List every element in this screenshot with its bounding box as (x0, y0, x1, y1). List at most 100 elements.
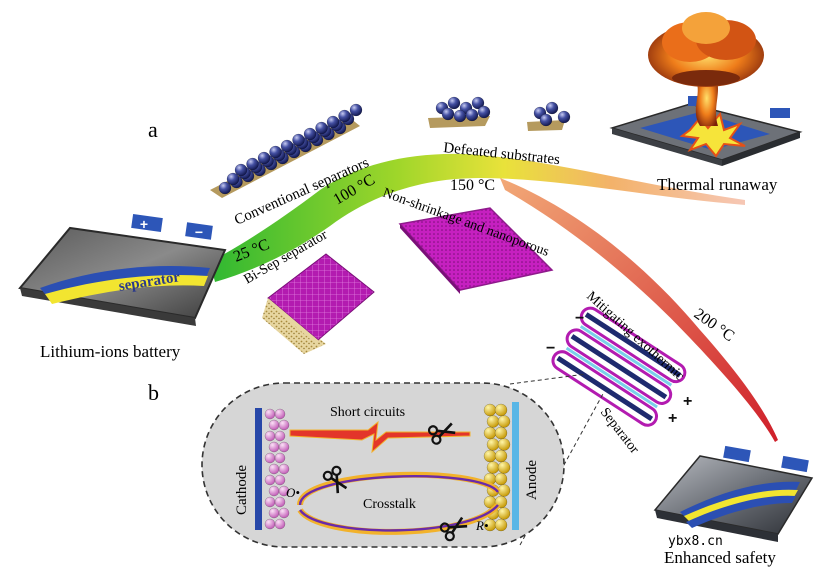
stack-minus-sign-1: − (575, 310, 584, 327)
substrate-sphere (447, 96, 461, 110)
thermal-runaway-label: Thermal runaway (657, 175, 778, 194)
stack-plus-sign-2: + (668, 410, 677, 427)
anode-particle (494, 472, 508, 486)
cathode-particle (274, 408, 286, 420)
short-circuit-bolt (289, 420, 471, 454)
cathode-particle (264, 408, 276, 420)
radical-r-label: R• (475, 518, 489, 533)
temperature-path-branch (500, 178, 778, 442)
cathode-particle (274, 496, 286, 508)
substrate-sphere (477, 105, 491, 119)
substrate-sphere (539, 113, 553, 127)
cathode-particle (278, 485, 290, 497)
separator-sphere (292, 133, 305, 147)
cathode-label: Cathode (234, 465, 250, 515)
anode-current-collector (512, 402, 519, 530)
conventional-separator-illustration (210, 103, 363, 198)
cathode-particle (268, 441, 280, 453)
anode-particle (486, 415, 500, 428)
cathode-particle (264, 430, 276, 442)
cathode-particles (264, 408, 290, 530)
cathode-particle (264, 496, 276, 508)
battery-minus-terminal (185, 222, 213, 240)
substrate-sphere (453, 109, 467, 123)
watermark: ybx8.cn (668, 534, 723, 549)
separator-sphere (218, 181, 232, 195)
anode-particle (497, 438, 511, 451)
enhanced-safety-label: Enhanced safety (664, 548, 776, 567)
cathode-particle (264, 452, 276, 464)
crosstalk-label: Crosstalk (363, 497, 416, 512)
anode-particle (483, 403, 497, 417)
short-circuits-label: Short circuits (330, 405, 405, 420)
separator-sphere (338, 109, 351, 123)
cathode-particle (278, 463, 290, 475)
cathode-particle (278, 419, 290, 431)
substrate-sphere (545, 101, 559, 115)
zoom-connector-top (509, 373, 587, 385)
stack-plus-sign-1: + (683, 393, 692, 410)
substrate-sphere (465, 108, 479, 122)
anode-particle (494, 426, 508, 440)
mitigating-separator-stack (551, 306, 687, 427)
anode-particle (494, 518, 508, 532)
cathode-particle (274, 518, 286, 530)
nanoporous-separator-edge (400, 224, 460, 294)
crosstalk-arc-lower-inner (299, 504, 499, 532)
separator-sphere (257, 151, 271, 165)
substrate-sphere (557, 110, 571, 124)
separator-sphere (349, 103, 363, 117)
defeated-substrate-illustration (428, 96, 571, 131)
lithium-battery-illustration (18, 213, 227, 326)
separator-sphere (315, 121, 328, 135)
anode-label: Anode (524, 460, 540, 500)
panel-label-b: b (148, 380, 159, 405)
cell-capsule (201, 382, 565, 548)
cathode-particle (268, 463, 280, 475)
anode-particle (486, 461, 500, 474)
separator-sphere (226, 172, 240, 186)
stack-minus-sign-2: − (546, 340, 555, 357)
panel-label-a: a (148, 117, 158, 142)
cathode-particle (274, 474, 286, 486)
separator-sphere (269, 145, 282, 159)
cathode-particle (268, 507, 280, 519)
cathode-particle (264, 474, 276, 486)
battery-minus-sign: − (195, 224, 203, 240)
anode-particle (497, 461, 511, 474)
scissors-icon (439, 516, 468, 542)
crosstalk-arc-upper-inner (298, 475, 499, 506)
cathode-particle (274, 430, 286, 442)
cathode-particle (264, 518, 276, 530)
substrate-sphere (441, 107, 455, 121)
substrate-sphere (471, 96, 485, 110)
separator-sphere (303, 127, 317, 141)
enhanced-safety-battery-illustration (653, 445, 814, 542)
anode-particle (483, 426, 497, 440)
anode-particle (483, 449, 497, 463)
cathode-current-collector (255, 408, 262, 530)
bisep-separator-illustration (262, 253, 375, 354)
separator-sphere (280, 139, 294, 153)
battery-plus-sign: + (140, 216, 148, 232)
anode-particle (494, 449, 508, 463)
thermal-runaway-illustration (609, 12, 803, 166)
battery-plus-terminal (131, 213, 163, 233)
battery-title: Lithium-ions battery (40, 342, 181, 361)
temperature-path-main (210, 153, 745, 282)
separator-sphere (234, 163, 248, 177)
cathode-particle (278, 441, 290, 453)
oxygen-radical-label: O• (286, 485, 300, 500)
scissors-icon (322, 465, 348, 494)
anode-particle (497, 507, 511, 520)
anode-particle (486, 438, 500, 451)
cathode-particle (268, 419, 280, 431)
temp-label-150: 150 °C (450, 177, 495, 194)
cathode-particle (274, 452, 286, 464)
anode-particle (497, 415, 511, 428)
separator-sphere (326, 115, 340, 129)
scissors-icon (427, 422, 456, 445)
cathode-particle (278, 507, 290, 519)
cathode-particle (268, 485, 280, 497)
